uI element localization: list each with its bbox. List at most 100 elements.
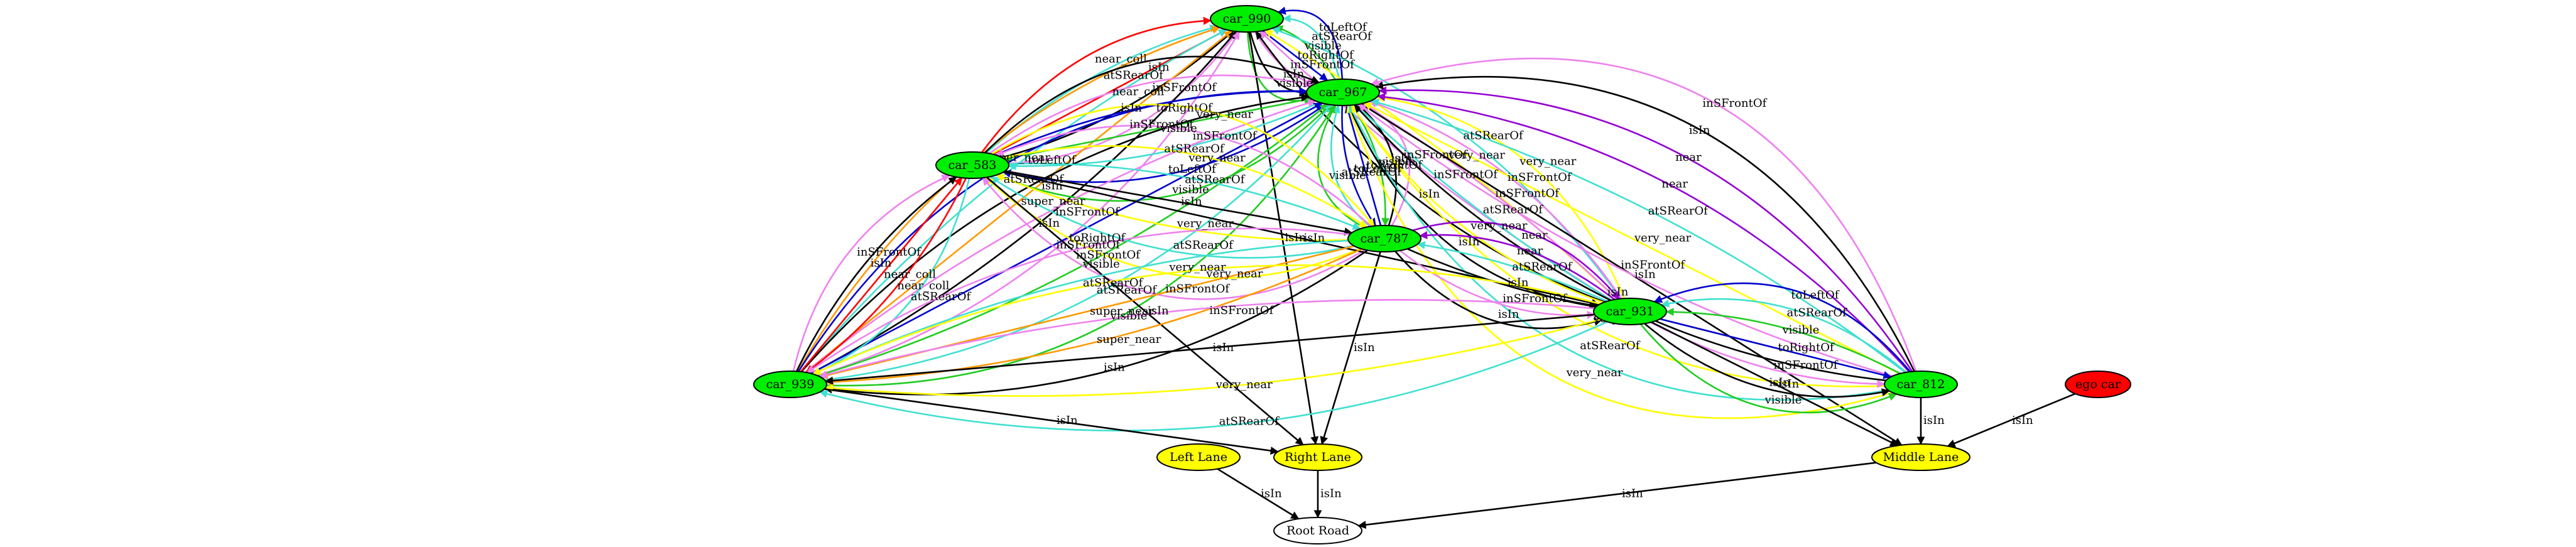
edge-label-near: near xyxy=(1675,151,1702,164)
edge-car-990-to-right-lane-isin xyxy=(1248,31,1319,445)
edge-label-isin: isIn xyxy=(1057,414,1078,427)
edge-label-visible: visible xyxy=(1764,394,1802,407)
edge-label-toleftof: toLeftOf xyxy=(1028,153,1076,166)
edge-car-787-to-car-939-isin xyxy=(823,249,1368,396)
edge-label-isin: isIn xyxy=(1634,268,1656,281)
edge-car-812-to-car-931-visible xyxy=(1665,308,1901,374)
edge-label-near-coll: near_coll xyxy=(884,268,936,281)
edge-label-atsrearof: atSRearOf xyxy=(1312,30,1372,43)
edge-label-insfrontof: inSFrontOf xyxy=(1508,171,1572,184)
edge-label-insfrontof: inSFrontOf xyxy=(1495,187,1560,200)
edge-car-787-to-car-583-atsrearof xyxy=(989,176,1354,259)
edge-label-super-near: super_near xyxy=(1090,305,1155,318)
edge-label-very-near: very_near xyxy=(1448,149,1506,162)
edge-label-isin: isIn xyxy=(1778,377,1800,391)
edge-label-isin: isIn xyxy=(1041,180,1063,193)
edge-car-787-to-car-939-super-near xyxy=(825,248,1362,386)
edge-label-isin: isIn xyxy=(1320,487,1342,501)
edge-car-939-to-car-583-insfrontof xyxy=(792,175,950,372)
edge-car-939-to-car-990-insfrontof xyxy=(817,31,1241,377)
edge-label-atsrearof: atSRearOf xyxy=(1004,173,1065,186)
node-label-car-931: car_931 xyxy=(1606,305,1655,318)
edge-left-lane-to-root-road-isin xyxy=(1217,468,1300,520)
edge-label-isin: isIn xyxy=(1304,232,1325,245)
edge-label-torightof: toRightOf xyxy=(1298,49,1354,62)
node-label-ego-car: ego car xyxy=(2075,377,2121,391)
node-label-car-812: car_812 xyxy=(1897,377,1945,391)
edge-car-967-to-car-583-atsrearof xyxy=(1008,101,1320,171)
edge-car-939-to-car-967-atsrearof xyxy=(824,104,1333,381)
edge-car-939-to-car-967-visible xyxy=(817,104,1329,377)
edge-label-isin: isIn xyxy=(1459,235,1480,248)
edge-label-isin: isIn xyxy=(1354,341,1375,354)
edge-label-toleftof: toLeftOf xyxy=(1168,163,1217,176)
edge-label-insfrontof: inSFrontOf xyxy=(857,246,921,259)
edge-label-very-near: very_near xyxy=(1168,261,1226,274)
nodes-layer: car_990car_967car_583car_787car_931car_9… xyxy=(753,5,2131,544)
edge-label-isin: isIn xyxy=(1213,341,1234,354)
node-label-left-lane: Left Lane xyxy=(1170,450,1227,464)
node-ellipse-ego-car xyxy=(2065,371,2131,398)
edge-label-isin: isIn xyxy=(1148,61,1170,74)
edge-car-931-to-car-939-very-near xyxy=(825,318,1601,397)
edge-label-visible: visible xyxy=(1329,169,1366,182)
edge-label-very-near: very_near xyxy=(1566,366,1624,379)
node-label-car-990: car_990 xyxy=(1223,12,1271,26)
node-ellipse-car-931 xyxy=(1593,298,1667,325)
edge-label-atsrearof: atSRearOf xyxy=(1104,69,1165,82)
edge-label-torightof: toRightOf xyxy=(1366,159,1423,172)
edge-car-812-to-car-967-very-near xyxy=(1350,104,1885,387)
edge-label-isin: isIn xyxy=(1769,376,1791,389)
edge-car-931-to-car-967-very-near xyxy=(1376,94,1626,299)
edge-label-insfrontof: inSFrontOf xyxy=(1152,81,1217,94)
node-right-lane: Right Lane xyxy=(1273,443,1362,471)
edge-label-atsrearof: atSRearOf xyxy=(1342,166,1403,179)
edge-label-insfrontof: inSFrontOf xyxy=(1209,304,1274,317)
edge-car-812-to-car-967-atsrearof xyxy=(1370,99,1906,374)
edge-car-812-to-car-967-isin xyxy=(1354,104,1886,382)
node-car-931: car_931 xyxy=(1593,298,1667,325)
edge-label-insfrontof: inSFrontOf xyxy=(1621,258,1685,271)
edge-label-isin: isIn xyxy=(1419,187,1440,200)
edge-car-583-to-car-967-isin xyxy=(984,55,1320,154)
edge-label-atsrearof: atSRearOf xyxy=(1787,306,1848,319)
edge-car-931-to-car-812-torightof xyxy=(1660,318,1892,379)
edge-label-isin: isIn xyxy=(1622,487,1643,501)
edge-label-insfrontof: inSFrontOf xyxy=(1055,205,1120,219)
edge-label-torightof: toRightOf xyxy=(1778,341,1835,354)
edge-car-931-to-car-939-atsrearof xyxy=(819,321,1608,432)
edge-car-812-to-car-967-very-near xyxy=(1363,102,1900,375)
edge-label-near-coll: near_coll xyxy=(1095,53,1147,66)
edge-label-near: near xyxy=(1661,178,1688,191)
edge-car-787-to-car-583-insfrontof xyxy=(982,177,1366,300)
edge-label-atsrearof: atSRearOf xyxy=(1219,415,1280,428)
node-label-car-583: car_583 xyxy=(948,158,997,172)
edge-label-insfrontof: inSFrontOf xyxy=(1774,359,1839,372)
edge-car-931-to-car-939-insfrontof xyxy=(818,299,1595,379)
edge-label-atsrearof: atSRearOf xyxy=(1173,239,1234,252)
edge-car-583-to-car-787-isin xyxy=(1004,170,1353,236)
node-label-car-967: car_967 xyxy=(1319,85,1367,99)
edge-label-toleftof: toLeftOf xyxy=(1791,289,1839,302)
node-left-lane: Left Lane xyxy=(1156,443,1241,471)
node-ellipse-car-583 xyxy=(935,151,1009,179)
edge-car-939-to-car-967-toleftof xyxy=(798,87,1308,372)
node-label-root-road: Root Road xyxy=(1286,524,1349,538)
edge-label-insfrontof: inSFrontOf xyxy=(1076,249,1141,262)
edge-car-787-to-car-583-very-near xyxy=(996,174,1349,241)
edge-car-931-to-car-967-atsrearof xyxy=(1355,104,1612,301)
edge-car-583-to-car-990-insfrontof xyxy=(1008,31,1238,165)
edge-label-insfrontof: inSFrontOf xyxy=(1702,97,1767,110)
edge-label-super-near: super_near xyxy=(1097,333,1161,346)
edge-label-near: near xyxy=(1517,244,1543,257)
edge-label-very-near: very_near xyxy=(1519,155,1577,168)
edge-label-insfrontof: inSFrontOf xyxy=(1290,58,1355,71)
edge-car-812-to-car-967-insfrontof xyxy=(1357,103,1893,377)
edge-car-787-to-car-967-visible xyxy=(1317,104,1365,229)
edge-label-visible: visible xyxy=(1171,183,1209,196)
edge-car-787-to-car-939-insfrontof xyxy=(806,227,1350,374)
edge-car-931-to-car-812-visible xyxy=(1639,323,1898,414)
edge-car-787-to-car-931-isin xyxy=(1407,248,1598,309)
edge-car-931-to-car-787-atsrearof xyxy=(1416,241,1607,302)
node-car-990: car_990 xyxy=(1210,5,1284,33)
